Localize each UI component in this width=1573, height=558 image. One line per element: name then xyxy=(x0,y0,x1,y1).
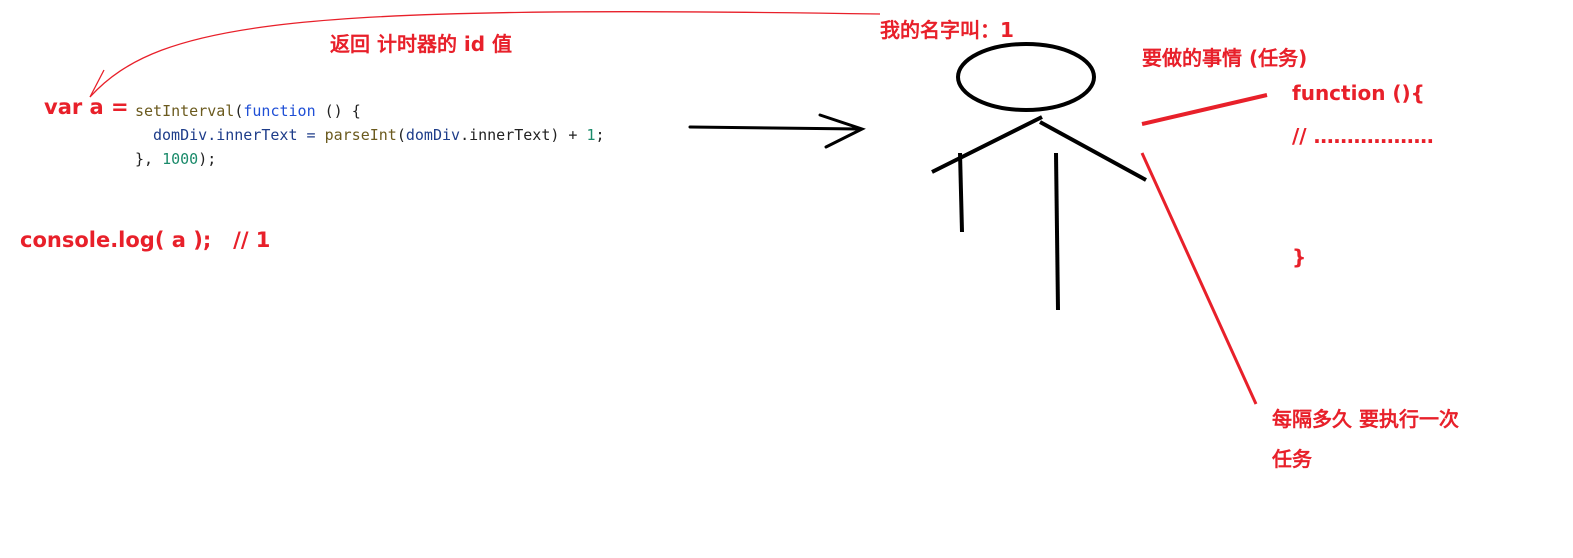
black-arrow xyxy=(688,113,866,149)
figure-left-arm xyxy=(931,115,1043,174)
code-line-3: }, 1000); xyxy=(135,150,216,168)
task-function-text: function (){ xyxy=(1292,81,1425,105)
code-line-1: setInterval(function () { xyxy=(135,102,361,120)
return-curve-tip xyxy=(89,69,105,98)
code-function-keyword: function xyxy=(243,102,316,120)
console-log-line: console.log( a ); // 1 xyxy=(20,228,271,252)
var-declaration: var a = xyxy=(44,95,129,119)
code-innertext-assign: .innerText = xyxy=(207,126,325,144)
interval-pointer xyxy=(1140,152,1258,405)
return-curve xyxy=(89,11,881,98)
figure-right-arm xyxy=(1039,120,1147,182)
task-title: 要做的事情 (任务) xyxy=(1142,46,1308,70)
code-line-2: domDiv.innerText = parseInt(domDiv.inner… xyxy=(153,126,605,144)
figure-left-leg xyxy=(958,152,964,233)
code-paren: ( xyxy=(234,102,244,120)
task-close-brace: } xyxy=(1292,245,1307,269)
code-line1-rest: () { xyxy=(315,102,361,120)
code-number-1: 1 xyxy=(586,126,596,144)
code-paren-2: ( xyxy=(396,126,406,144)
interval-label-line2: 任务 xyxy=(1272,447,1312,471)
figure-head xyxy=(956,42,1096,112)
interval-label-line1: 每隔多久 要执行一次 xyxy=(1272,407,1459,431)
code-innertext-plus: .innerText) + xyxy=(460,126,587,144)
task-pointer xyxy=(1141,93,1268,126)
code-semicolon: ; xyxy=(595,126,605,144)
code-domdiv-2: domDiv xyxy=(405,126,461,144)
figure-right-leg xyxy=(1054,152,1060,311)
return-id-label: 返回 计时器的 id 值 xyxy=(330,32,513,56)
code-close-paren: ); xyxy=(198,150,217,168)
code-parseint: parseInt xyxy=(324,126,397,144)
code-domdiv-1: domDiv xyxy=(153,126,208,144)
code-number-1000: 1000 xyxy=(162,150,199,168)
name-label: 我的名字叫：1 xyxy=(880,18,1014,42)
task-comment-text: // ……………… xyxy=(1292,124,1434,148)
code-close-brace: }, xyxy=(135,150,163,168)
code-setinterval: setInterval xyxy=(135,102,235,120)
